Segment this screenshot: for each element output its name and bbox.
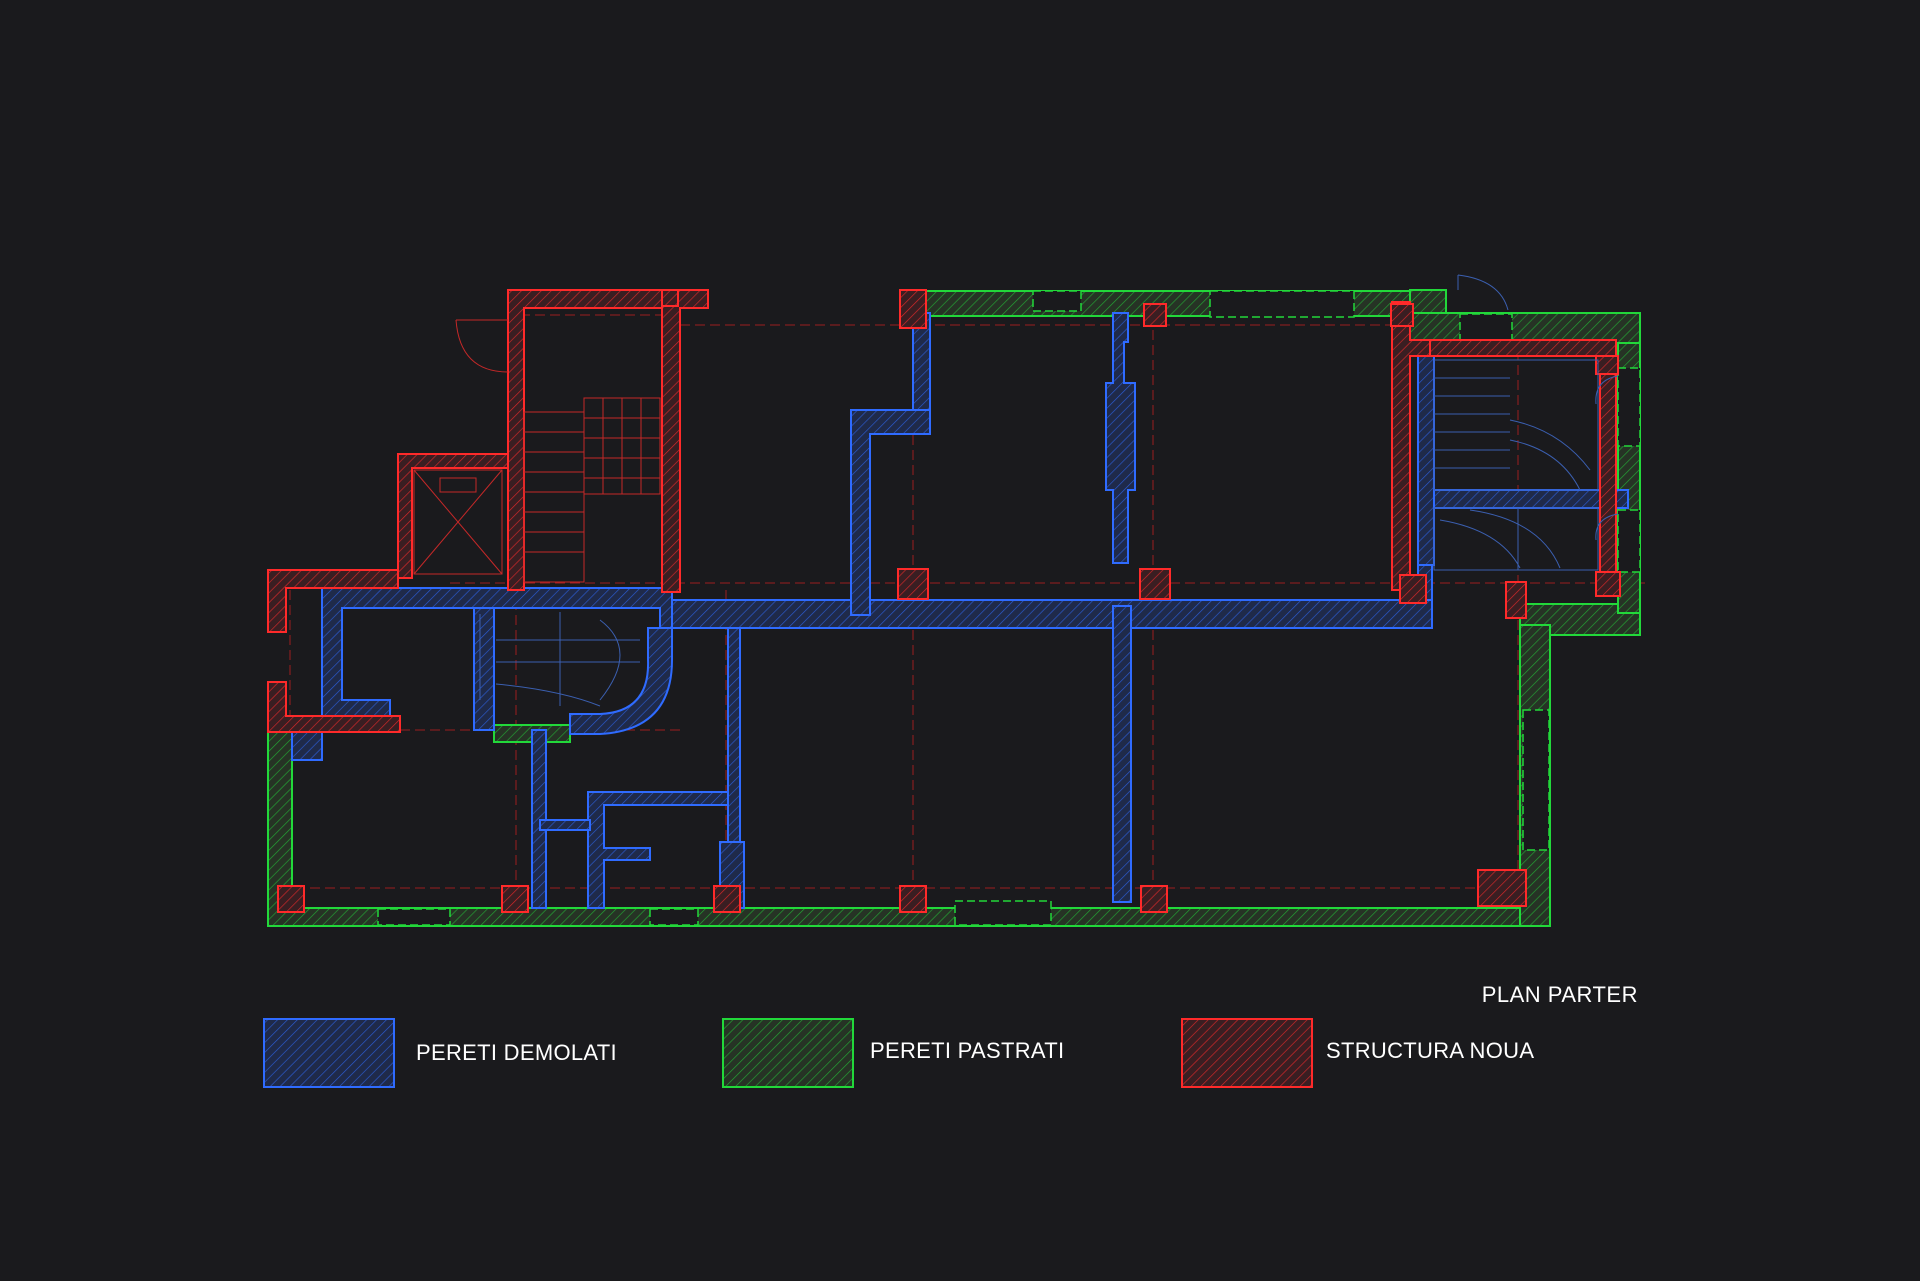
legend-swatch-demolished xyxy=(263,1018,395,1088)
legend-label-new-structure: STRUCTURA NOUA xyxy=(1326,1038,1535,1063)
stair-details xyxy=(413,274,1619,707)
new-structure xyxy=(267,289,1621,913)
kept-openings xyxy=(377,290,1641,926)
legend-swatch-new-structure xyxy=(1181,1018,1313,1088)
legend-label-kept: PERETI PASTRATI xyxy=(870,1038,1065,1063)
legend xyxy=(263,1018,1313,1088)
demolished-walls xyxy=(291,312,1629,909)
legend-swatch-kept xyxy=(722,1018,854,1088)
legend-label-demolished: PERETI DEMOLATI xyxy=(416,1040,617,1065)
plan-title: PLAN PARTER xyxy=(1481,982,1638,1007)
